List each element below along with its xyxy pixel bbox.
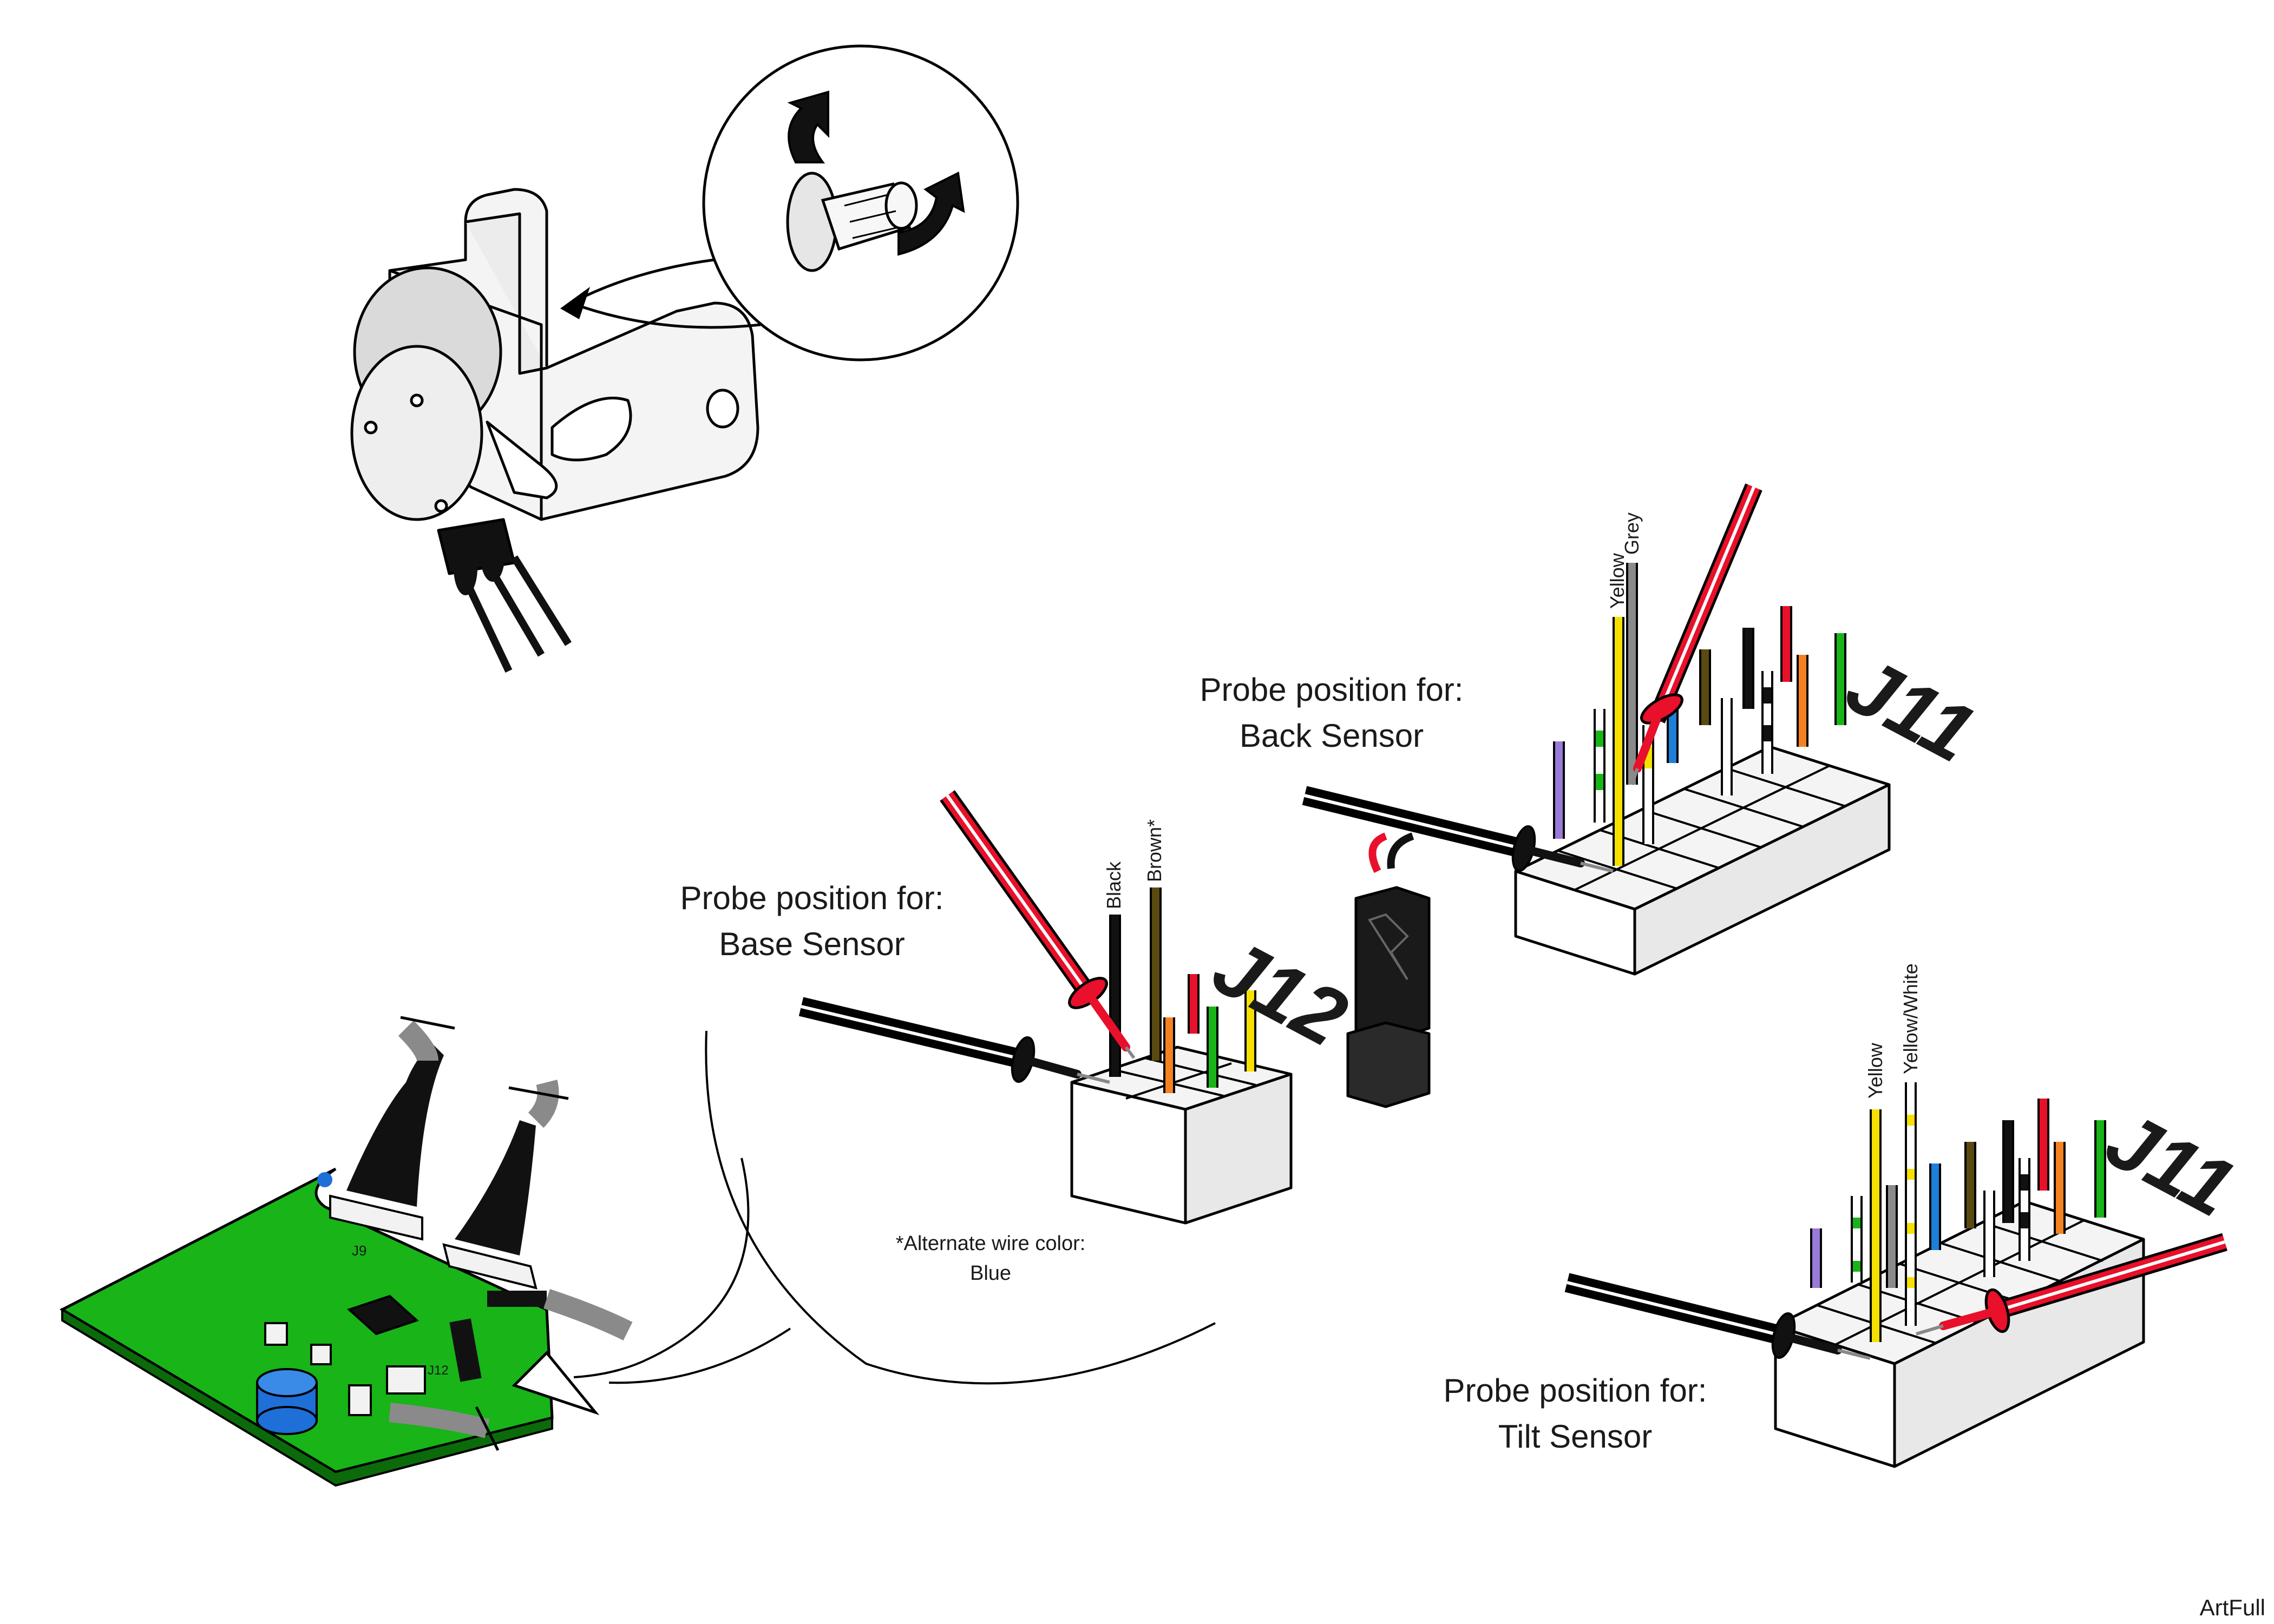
base-sensor-label: Probe position for: Base Sensor [680, 880, 944, 962]
alternate-color-note-line1: *Alternate wire color: [896, 1232, 1086, 1255]
rotation-arrows-icon [787, 90, 965, 256]
red-probe-j11-back [1630, 483, 1762, 785]
base-sensor-label-line1: Probe position for: [680, 880, 944, 916]
magnifier-callout-icon [560, 44, 1019, 361]
back-sensor-label-line1: Probe position for: [1200, 672, 1464, 708]
base-sensor-label-line2: Base Sensor [719, 926, 905, 962]
tilt-sensor-label-line1: Probe position for: [1444, 1372, 1707, 1409]
connector-name-j11-tilt: J11 [2092, 1093, 2249, 1234]
wire-label-black: Black [1103, 861, 1125, 909]
alternate-color-note-line2: Blue [970, 1262, 1011, 1285]
pcb-j9-silkscreen: J9 [352, 1242, 366, 1259]
wire-label-brown: Brown* [1143, 819, 1165, 882]
wire-label-yellow-tilt: Yellow [1864, 1042, 1886, 1099]
wire-label-grey-back: Grey [1621, 512, 1643, 555]
control-pcb: J9 J12 [59, 1016, 633, 1487]
pcb-j12-silkscreen: J12 [428, 1363, 449, 1378]
red-probe-j11-tilt [1916, 1233, 2227, 1336]
wire-label-yellow-white-tilt: Yellow/White [1899, 963, 1922, 1074]
alternate-color-note: *Alternate wire color: Blue [896, 1232, 1086, 1285]
tilt-sensor-label: Probe position for: Tilt Sensor [1444, 1372, 1707, 1455]
black-probe-j12 [798, 997, 1110, 1084]
tilt-sensor-label-line2: Tilt Sensor [1498, 1418, 1653, 1455]
watermark: ArtFull [2200, 1595, 2265, 1620]
connector-j11-back: Yellow Grey J11 [1514, 512, 1989, 976]
black-probe-j11-back [1302, 786, 1614, 873]
connector-name-j12: J12 [1199, 920, 1361, 1064]
connector-j12: Black Brown* J12 [1070, 819, 1361, 1225]
connector-j11-tilt: Yellow Yellow/White J11 [1774, 963, 2249, 1468]
back-sensor-label-line2: Back Sensor [1240, 718, 1424, 754]
capacitor [256, 1368, 318, 1435]
black-probe-j11-tilt [1564, 1273, 1871, 1360]
potentiometer-sensor-illustration [350, 188, 759, 673]
red-probe-j12 [940, 790, 1136, 1059]
inline-plug-connector [1346, 832, 1431, 1108]
connector-name-j11-back: J11 [1832, 639, 1989, 780]
wire-label-yellow-back: Yellow [1606, 553, 1628, 609]
back-sensor-label: Probe position for: Back Sensor [1200, 672, 1464, 754]
callout-arrow [512, 1030, 1216, 1416]
